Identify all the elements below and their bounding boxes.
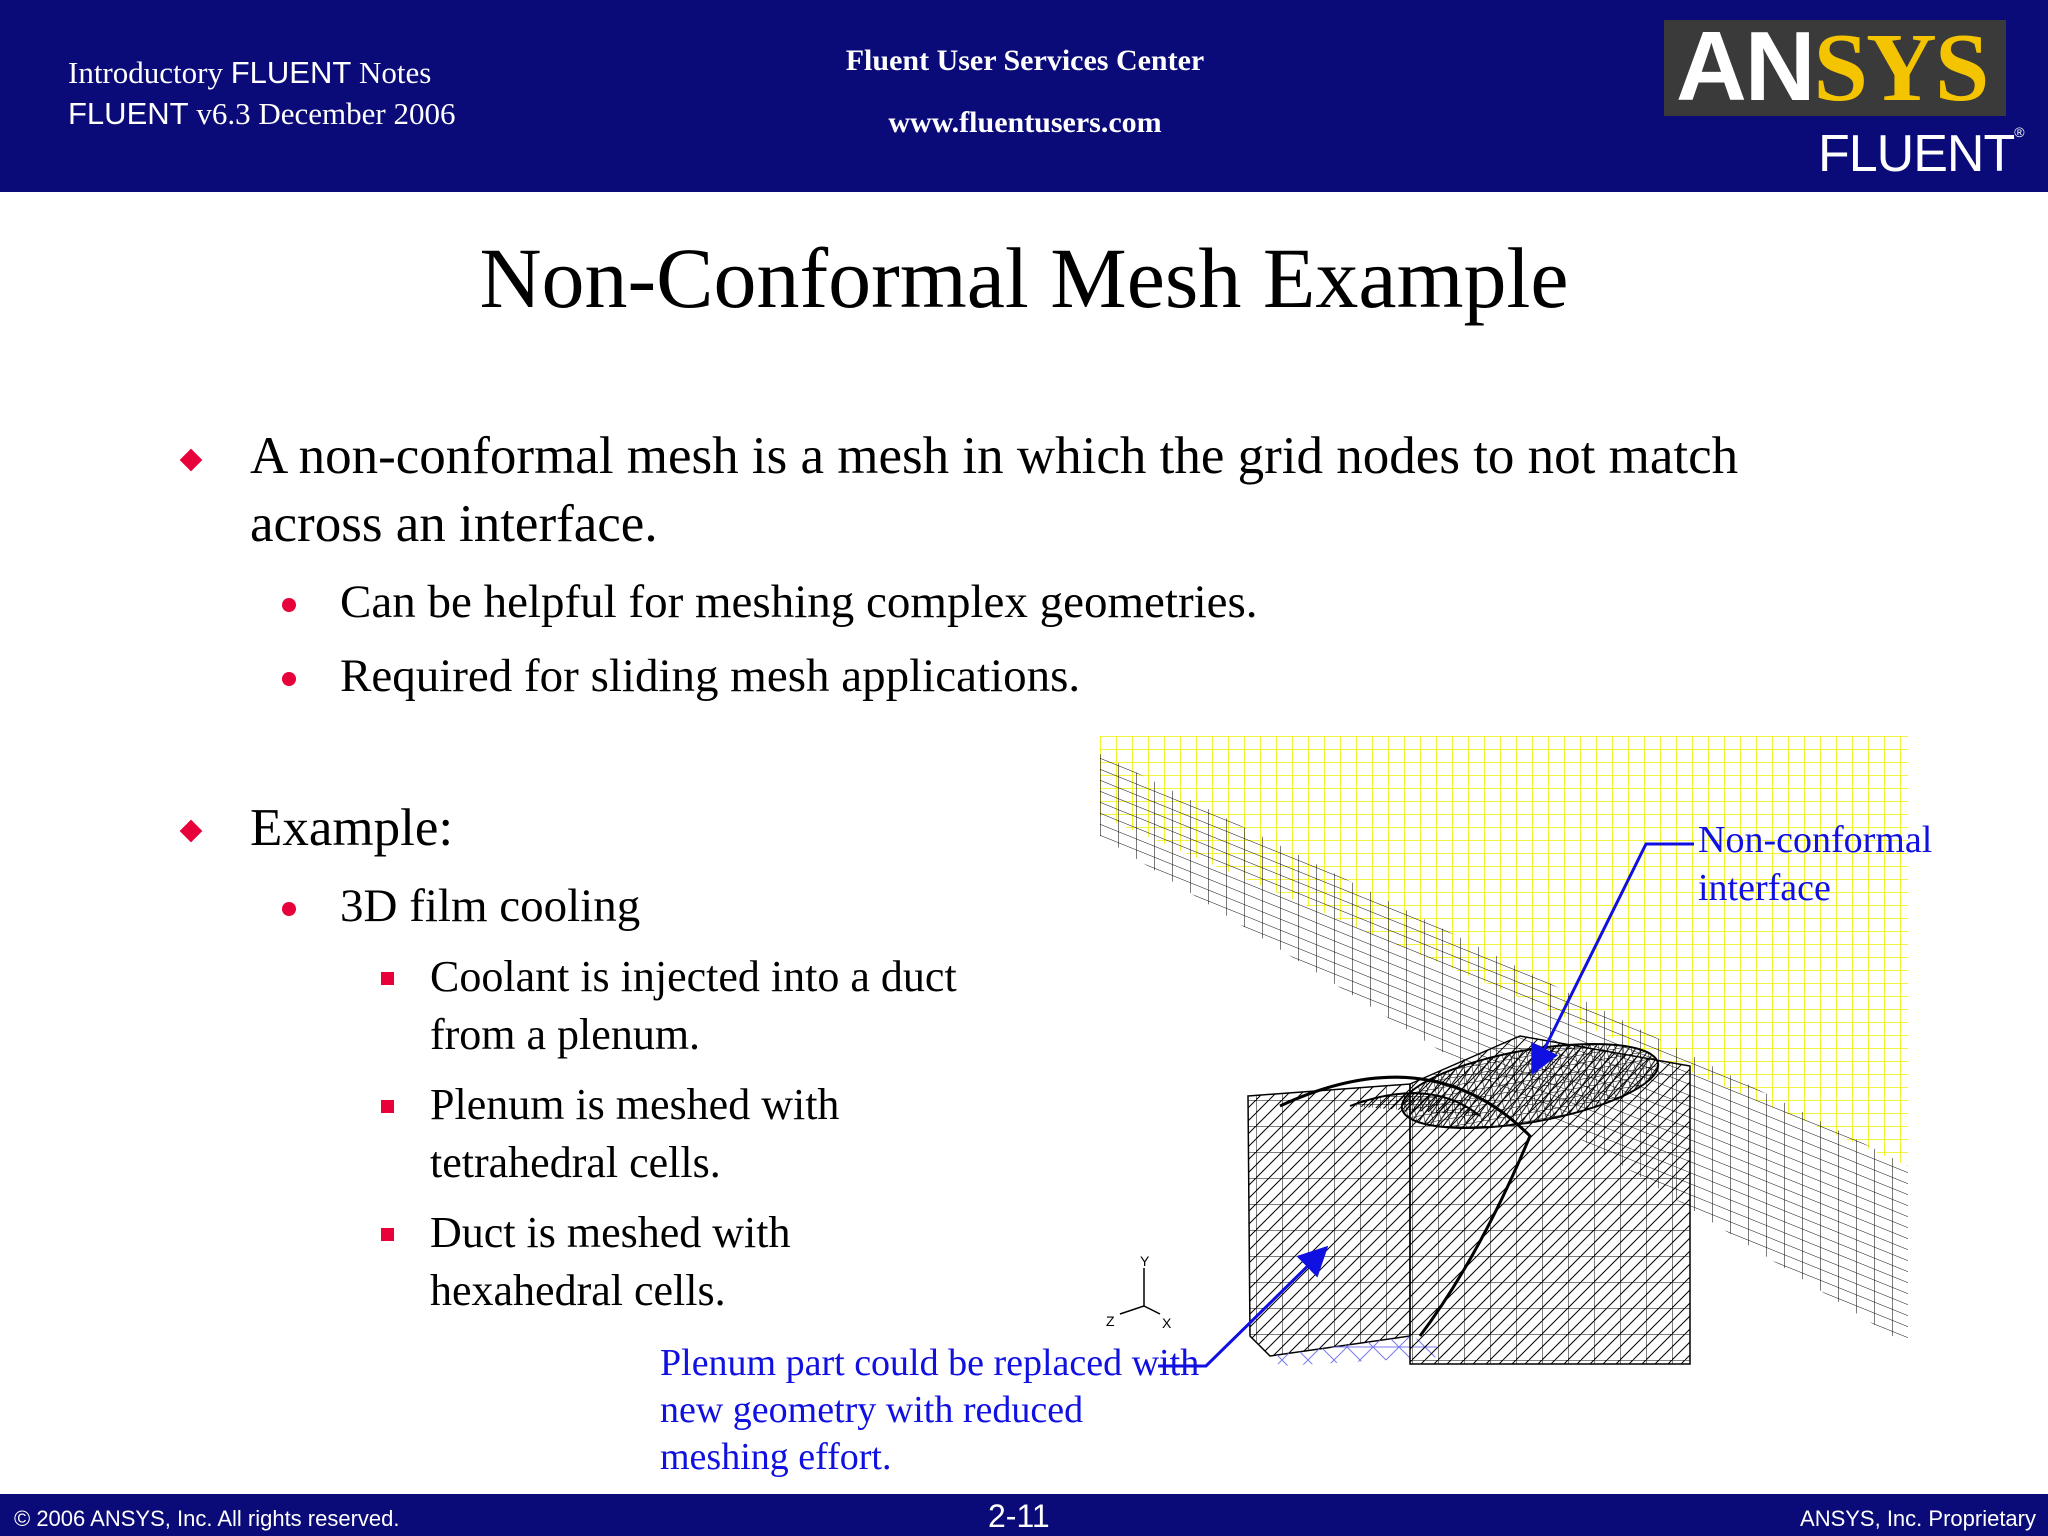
dot-bullet-icon	[282, 902, 296, 916]
interface-annotation: Non-conformal interface	[1698, 819, 1933, 909]
course-line1-b: FLUENT	[230, 55, 352, 90]
bullet-example: Example:	[250, 799, 454, 857]
services-title: Fluent User Services Center	[845, 44, 1205, 77]
course-line2-b: v6.3 December 2006	[188, 96, 456, 131]
fluent-logo: FLUENT®	[1818, 124, 2025, 184]
services-center: Fluent User Services Center www.fluentus…	[800, 44, 1250, 168]
footer-copyright: © 2006 ANSYS, Inc. All rights reserved.	[14, 1506, 400, 1531]
footer-proprietary: ANSYS, Inc. Proprietary	[1800, 1506, 2036, 1531]
square-bullet-icon	[381, 1100, 394, 1113]
dot-bullet-icon	[282, 598, 296, 612]
bullet-plenum: Plenum is meshed with tetrahedral cells.	[430, 1080, 840, 1187]
logo-sys: SYS	[1813, 14, 1990, 122]
dot-bullet-icon	[282, 672, 296, 686]
coolant-hole-outline	[1279, 1075, 1532, 1337]
plenum-annotation: Plenum part could be replaced with new g…	[660, 1342, 1200, 1478]
mesh-figure: Y Z X	[1100, 736, 1908, 1366]
header-bar: Introductory FLUENT Notes FLUENT v6.3 De…	[0, 0, 2048, 192]
services-url[interactable]: www.fluentusers.com	[888, 106, 1162, 139]
ansys-logo-box	[1664, 20, 2006, 116]
logo-an: AN	[1676, 11, 1816, 121]
square-bullet-icon	[381, 972, 394, 985]
course-line1-a: Introductory	[68, 55, 231, 90]
bullet-film-cooling: 3D film cooling	[340, 880, 641, 932]
plenum-arrow	[1158, 1245, 1329, 1368]
axis-x-label: X	[1162, 1315, 1172, 1331]
square-bullet-icon	[381, 1228, 394, 1241]
course-line1-c: Notes	[351, 55, 432, 90]
interface-arrow	[1531, 842, 1694, 1076]
duct-wall-yellow-mesh	[1100, 736, 1908, 1166]
fluent-logo-text: FLUENT	[1818, 125, 2015, 183]
footer-page-number: 2-11	[988, 1498, 1050, 1534]
hole-inlet-mesh	[1349, 1092, 1481, 1117]
axis-triad-icon: Y Z X	[1106, 1253, 1172, 1331]
bullet-coolant: Coolant is injected into a duct from a p…	[430, 952, 957, 1059]
course-line2-a: FLUENT	[68, 96, 189, 131]
axis-z-label: Z	[1106, 1313, 1115, 1329]
course-info: Introductory FLUENT Notes FLUENT v6.3 De…	[68, 52, 455, 134]
bullet-complex-geometries: Can be helpful for meshing complex geome…	[340, 576, 1258, 628]
slide-title: Non-Conformal Mesh Example	[479, 230, 1569, 326]
bullet-nonconformal-definition: A non-conformal mesh is a mesh in which …	[250, 427, 1739, 553]
bullet-duct: Duct is meshed with hexahedral cells.	[430, 1208, 791, 1315]
footer-bar: © 2006 ANSYS, Inc. All rights reserved. …	[0, 1494, 2048, 1536]
axis-y-label: Y	[1140, 1253, 1150, 1269]
bullet-sliding-mesh: Required for sliding mesh applications.	[340, 650, 1081, 702]
ansys-logo: ANSYS	[1676, 11, 1990, 122]
registered-mark: ®	[2014, 124, 2024, 140]
